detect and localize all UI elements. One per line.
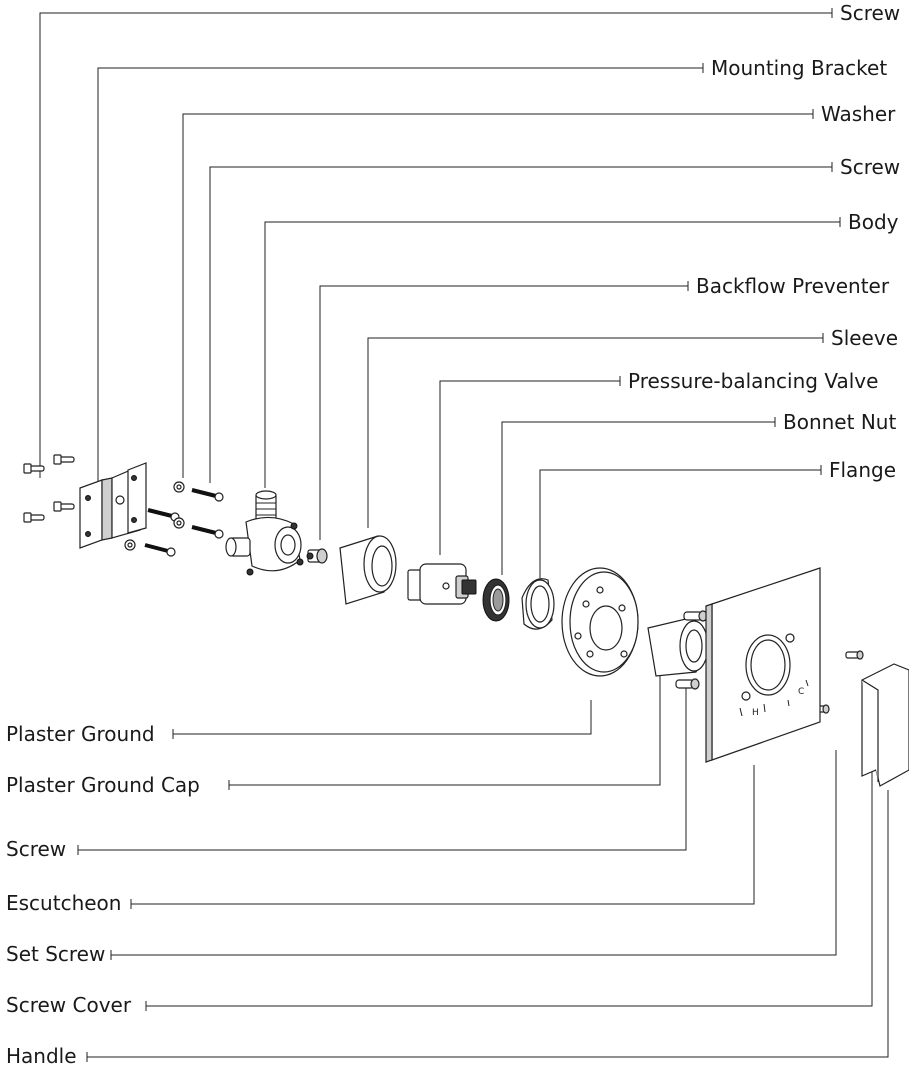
long-screw-icon (23, 512, 45, 523)
pressure-balancing-valve-icon (407, 563, 477, 605)
leader-escutcheon (130, 765, 755, 909)
leader-screw-2 (209, 162, 833, 483)
label-plaster-ground-cap: Plaster Ground Cap (6, 773, 200, 797)
label-body: Body (848, 210, 899, 234)
leader-plaster-ground (172, 700, 592, 739)
short-screws (144, 488, 224, 557)
label-handle: Handle (6, 1044, 77, 1068)
leader-sleeve (367, 333, 824, 528)
escutcheon-icon: H C (705, 567, 821, 763)
plaster-ground-icon (561, 567, 639, 677)
washer-icon (124, 539, 136, 551)
screw-icon (675, 678, 700, 690)
right-callouts: Screw Mounting Bracket Washer Screw Body… (39, 1, 900, 578)
label-sleeve: Sleeve (831, 326, 898, 350)
screw-icon (147, 508, 180, 522)
screw-icon (845, 650, 864, 660)
screw-icon (191, 488, 224, 502)
label-backflow-preventer: Backflow Preventer (696, 274, 890, 298)
label-screw-left: Screw (6, 837, 66, 861)
leader-backflow-preventer (319, 281, 689, 540)
label-screw-cover: Screw Cover (6, 993, 132, 1017)
long-screw-icon (53, 454, 75, 465)
label-washer: Washer (821, 102, 896, 126)
leader-screw-left (77, 688, 687, 855)
leader-pressure-balancing-valve (439, 376, 621, 555)
label-flange: Flange (829, 458, 896, 482)
label-mounting-bracket: Mounting Bracket (711, 56, 887, 80)
plaster-ground-cap-icon (647, 617, 709, 677)
flange-icon (521, 578, 555, 630)
long-screw-icon (53, 501, 75, 512)
label-escutcheon: Escutcheon (6, 891, 121, 915)
valve-body-icon (225, 490, 304, 576)
label-plaster-ground: Plaster Ground (6, 722, 155, 746)
leader-body (264, 217, 841, 488)
escutcheon-mark-h: H (752, 708, 759, 718)
label-set-screw: Set Screw (6, 942, 105, 966)
label-screw-top: Screw (840, 1, 900, 25)
washer-icon (173, 481, 185, 493)
long-screws (23, 454, 75, 523)
left-callouts: Plaster Ground Plaster Ground Cap Screw … (6, 675, 889, 1068)
leader-mounting-bracket (97, 63, 704, 485)
screw-icon (191, 525, 224, 539)
leader-flange (539, 465, 822, 578)
handle-icon (861, 663, 909, 787)
escutcheon-mark-c: C (798, 687, 804, 697)
washers (124, 481, 185, 551)
leader-screw-cover (145, 768, 873, 1011)
long-screw-icon (23, 463, 45, 474)
label-screw-2: Screw (840, 155, 900, 179)
washer-icon (173, 517, 185, 529)
bonnet-nut-icon (482, 578, 510, 622)
mounting-bracket-icon (79, 462, 147, 549)
leader-bonnet-nut (501, 417, 776, 575)
backflow-preventer-icon (306, 548, 328, 564)
screw-icon (144, 543, 176, 557)
leader-washer (182, 109, 814, 478)
leader-plaster-ground-cap (228, 675, 661, 790)
leader-screw-top (39, 8, 833, 478)
leader-set-screw (110, 750, 837, 960)
label-pressure-balancing-valve: Pressure-balancing Valve (628, 369, 878, 393)
screw-icon (683, 610, 708, 622)
sleeve-icon (339, 535, 397, 605)
leader-handle (86, 790, 889, 1062)
label-bonnet-nut: Bonnet Nut (783, 410, 896, 434)
